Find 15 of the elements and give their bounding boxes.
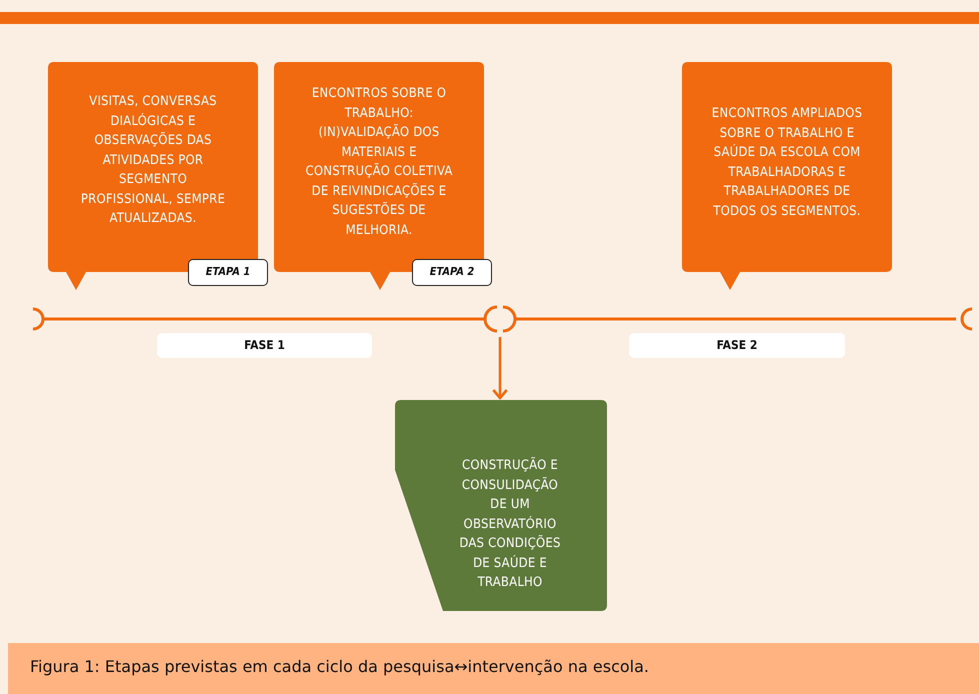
phase-label: FASE 1: [157, 333, 372, 358]
step-badge: ETAPA 1: [188, 259, 268, 286]
result-box: [395, 400, 607, 611]
phase-label: FASE 2: [629, 333, 845, 358]
step-badge: ETAPA 2: [412, 259, 492, 286]
result-text: CONSTRUÇÃO E CONSULIDAÇÃO DE UM OBSERVATÓRIO DAS CONDIÇÕES DE SAÚDE E TRABALHO: [458, 456, 562, 592]
callout-bubble: [274, 62, 494, 290]
callout-text: ENCONTROS SOBRE O TRABALHO: (IN)VALIDAÇÃO DOS MATERIAIS E CONSTRUÇÃO COLETIVA DE REIVINDICAÇÕES E SUGESTÕES DE MELHORIA.: [304, 85, 454, 240]
caption-text: Figura 1: Etapas previstas em cada ciclo da pesquisa↔intervenção na escola.: [30, 657, 649, 676]
callout-text: ENCONTROS AMPLIADOS SOBRE O TRABALHO E SAÚDE DA ESCOLA COM TRABALHADORAS E TRABALHADORES DE TODOS OS SEGMENTOS.: [710, 105, 864, 220]
arrow: [492, 337, 508, 400]
callout-bubble: [48, 62, 268, 290]
callout-bubble: [682, 62, 892, 290]
callout-text: VISITAS, CONVERSAS DIALÓGICAS E OBSERVAÇÕES DAS ATIVIDADES POR SEGMENTO PROFISSIONAL, SEMPRE ATUALIZADAS.: [80, 93, 226, 228]
timeline-marker: [486, 305, 514, 333]
